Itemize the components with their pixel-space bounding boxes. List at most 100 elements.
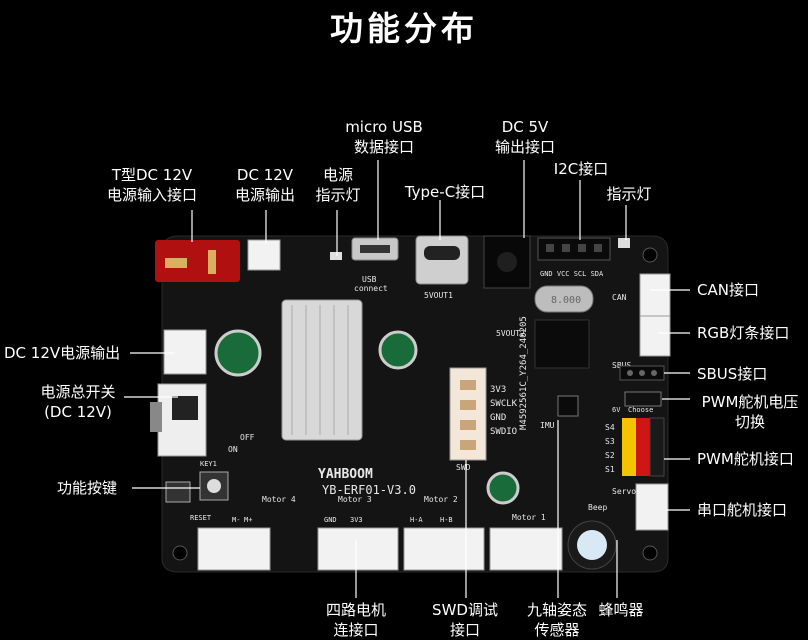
label-line: 九轴姿态 xyxy=(526,601,587,619)
label-type-c: Type-C接口 xyxy=(396,182,494,202)
label-line: 串口舵机接口 xyxy=(697,501,788,519)
label-line: 电源输入接口 xyxy=(106,186,197,204)
silk-servo: Servo xyxy=(612,487,636,496)
silk-reset: RESET xyxy=(190,514,212,522)
label-function-key: 功能按键 xyxy=(57,478,117,498)
indicator-led xyxy=(618,238,630,248)
silk-motor4: Motor 4 xyxy=(262,495,296,504)
label-imu-sensor: 九轴姿态 传感器 xyxy=(514,600,600,640)
silk-motor-pin: H-A xyxy=(410,516,423,524)
mount-hole xyxy=(172,545,188,561)
label-dc12v-out-top: DC 12V 电源输出 xyxy=(225,165,305,205)
label-line: RGB灯条接口 xyxy=(697,324,790,342)
silk-motor-pin: M- xyxy=(232,516,240,524)
sbus-header xyxy=(619,365,665,381)
label-line: CAN接口 xyxy=(697,281,759,299)
label-buzzer: 蜂鸣器 xyxy=(592,600,650,620)
label-indicator-led: 指示灯 xyxy=(600,184,658,204)
label-sbus: SBUS接口 xyxy=(697,364,767,384)
board-brand: YAHBOOM xyxy=(318,467,373,482)
pwm-servo-header xyxy=(622,417,665,477)
label-line: (DC 12V) xyxy=(44,403,112,421)
silk-gnd: GND xyxy=(490,413,506,423)
can-connector xyxy=(639,273,671,317)
label-swd-debug: SWD调试 接口 xyxy=(422,600,508,640)
label-line: T型DC 12V xyxy=(111,166,193,184)
mcu-chip xyxy=(534,319,590,369)
label-line: 切换 xyxy=(734,413,765,431)
label-line: Type-C接口 xyxy=(404,183,486,201)
label-line: 接口 xyxy=(449,621,480,639)
silk-5vout2: 5VOUT2 xyxy=(496,329,525,338)
main-power-switch xyxy=(150,383,207,457)
motor4-connector xyxy=(197,527,271,571)
silk-serial: M4592561C_Y264_240205 xyxy=(519,316,529,430)
reset-button xyxy=(165,481,191,503)
label-line: 电源总开关 xyxy=(40,383,116,401)
heatsink xyxy=(281,299,363,441)
motor3-connector xyxy=(317,527,399,571)
label-line: 传感器 xyxy=(534,621,580,639)
label-line: micro USB xyxy=(345,118,423,136)
label-line: 四路电机 xyxy=(325,601,386,619)
label-line: 指示灯 xyxy=(315,186,361,204)
silk-usb: USB xyxy=(362,275,377,284)
silk-choose: Choose xyxy=(628,406,653,414)
label-pwm-voltage: PWM舵机电压 切换 xyxy=(694,392,806,432)
label-line: 连接口 xyxy=(333,621,379,639)
label-dc5v-out: DC 5V 输出接口 xyxy=(487,117,563,157)
label-line: 电源输出 xyxy=(234,186,295,204)
silk-motor-pin: H-B xyxy=(440,516,453,524)
serial-servo-connector xyxy=(635,483,669,531)
silk-swd: SWD xyxy=(456,463,471,472)
crystal-label: 8.000 xyxy=(551,295,581,306)
label-line: 指示灯 xyxy=(606,185,652,203)
micro-usb-port: USB connect xyxy=(351,237,399,293)
silk-s2: S2 xyxy=(605,451,615,460)
silk-s3: S3 xyxy=(605,437,615,446)
rgb-connector xyxy=(639,315,671,357)
silk-5vout1: 5VOUT1 xyxy=(424,291,453,300)
i2c-header: GND VCC SCL SDA xyxy=(537,237,611,278)
silk-s4: S4 xyxy=(605,423,615,432)
silk-motor1: Motor 1 xyxy=(512,513,546,522)
label-line: 输出接口 xyxy=(494,138,555,156)
label-can: CAN接口 xyxy=(697,280,759,300)
silk-swdio: SWDIO xyxy=(490,427,517,437)
label-main-switch: 电源总开关 (DC 12V) xyxy=(28,382,128,422)
silk-can: CAN xyxy=(612,293,627,302)
silk-off: OFF xyxy=(240,433,255,442)
capacitor xyxy=(486,471,520,505)
dc5v-barrel-jack: 5VOUT2 xyxy=(483,235,531,338)
silk-beep: Beep xyxy=(588,503,607,512)
silk-6v: 6V xyxy=(612,406,621,414)
silk-motor-pin: GND xyxy=(324,516,337,524)
power-led xyxy=(330,252,342,260)
dc12v-out-top-connector xyxy=(247,239,281,271)
label-motor-ports: 四路电机 连接口 xyxy=(316,600,396,640)
dc12v-out-left-connector xyxy=(163,329,207,375)
silk-i2c: GND VCC SCL SDA xyxy=(540,270,604,278)
label-pwm-servo: PWM舵机接口 xyxy=(697,449,794,469)
silk-3v3: 3V3 xyxy=(490,385,506,395)
label-line: 蜂鸣器 xyxy=(598,601,644,619)
page-title: 功能分布 xyxy=(330,9,478,48)
label-line: 功能按键 xyxy=(57,479,118,497)
mount-hole xyxy=(642,545,658,561)
silk-usb-connect: connect xyxy=(354,284,388,293)
pwm-voltage-jumper xyxy=(624,391,662,407)
motor-pin-labels: M- M+ GND 3V3 H-A H-B xyxy=(232,516,453,524)
silk-swclk: SWCLK xyxy=(490,399,518,409)
motor2-connector xyxy=(403,527,485,571)
type-c-port: 5VOUT1 xyxy=(415,235,469,300)
label-serial-servo: 串口舵机接口 xyxy=(697,500,787,520)
silk-key1: KEY1 xyxy=(200,460,217,468)
label-line: PWM舵机电压 xyxy=(701,393,799,411)
buzzer-component xyxy=(567,520,617,570)
silk-motor2: Motor 2 xyxy=(424,495,458,504)
mount-hole xyxy=(642,247,658,263)
label-line: PWM舵机接口 xyxy=(697,450,794,468)
label-line: 电源 xyxy=(322,166,353,184)
silk-motor3: Motor 3 xyxy=(338,495,372,504)
label-line: SBUS接口 xyxy=(697,365,768,383)
